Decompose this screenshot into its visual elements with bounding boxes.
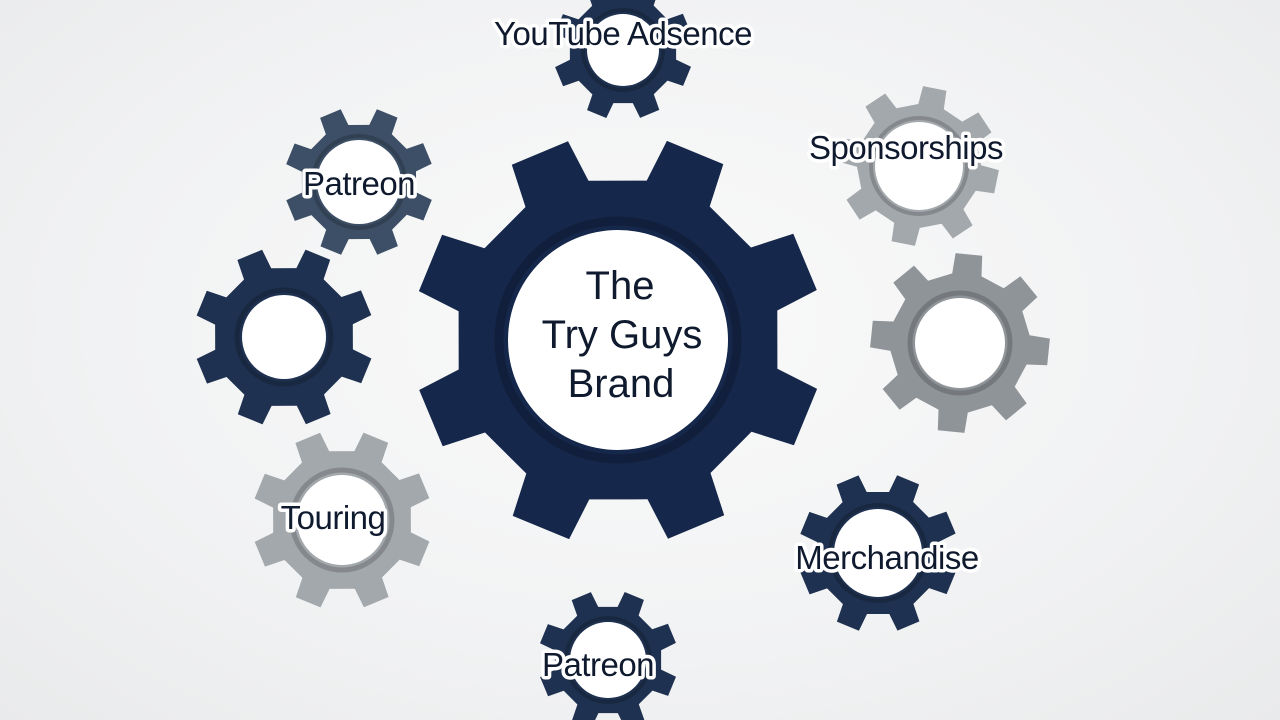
gear-youtube-adsence bbox=[555, 0, 691, 118]
gear-patreon-bottom-hole bbox=[570, 622, 646, 698]
gear-patreon-bottom-inner-ring bbox=[564, 616, 652, 704]
gear-patreon-top-inner-ring bbox=[311, 134, 407, 230]
gear-merchandise bbox=[800, 475, 956, 631]
gears-layer bbox=[196, 0, 1050, 720]
label-patreon-top: Patreon bbox=[303, 165, 415, 202]
label-sponsorships: Sponsorships bbox=[809, 129, 1003, 166]
center-gear-shape-hole bbox=[508, 230, 728, 450]
gear-merchandise-hole bbox=[834, 509, 922, 597]
gear-sponsorships bbox=[839, 86, 999, 246]
center-label-line-3: Brand bbox=[568, 362, 675, 406]
gear-merchandise-inner-ring bbox=[828, 503, 928, 603]
gear-touring bbox=[254, 432, 430, 608]
gear-blank-left-hole bbox=[242, 295, 326, 379]
gear-sponsorships-inner-ring bbox=[869, 116, 969, 216]
center-label-line-1: The bbox=[586, 264, 655, 308]
gear-touring-hole bbox=[297, 475, 387, 565]
center-label-line-2: Try Guys bbox=[542, 313, 703, 357]
gear-blank-right bbox=[870, 253, 1050, 433]
center-gear-shape bbox=[418, 140, 818, 540]
label-youtube-adsence: YouTube Adsence bbox=[494, 15, 752, 52]
gear-sponsorships-hole bbox=[875, 122, 963, 210]
gear-patreon-top-hole bbox=[317, 140, 401, 224]
gear-touring-inner-ring bbox=[289, 467, 395, 573]
center-gear bbox=[418, 140, 818, 540]
label-touring: Touring bbox=[281, 499, 386, 536]
labels-layer: YouTube Adsence Patreon Sponsorships Tou… bbox=[277, 12, 1007, 687]
label-patreon-bottom: Patreon bbox=[542, 646, 654, 683]
gear-blank-right-inner-ring bbox=[907, 290, 1013, 396]
label-merchandise: Merchandise bbox=[795, 539, 978, 576]
gear-youtube-adsence-inner-ring bbox=[581, 8, 665, 92]
gear-patreon-bottom bbox=[540, 592, 676, 720]
center-label: The Try Guys Brand bbox=[542, 264, 703, 406]
center-gear-shape-inner-ring bbox=[494, 216, 742, 464]
gear-youtube-adsence-hole bbox=[587, 14, 659, 86]
gear-patreon-top bbox=[286, 109, 432, 255]
gear-blank-left-inner-ring bbox=[234, 287, 334, 387]
gear-blank-right-hole bbox=[915, 298, 1005, 388]
gear-blank-left bbox=[196, 249, 372, 425]
